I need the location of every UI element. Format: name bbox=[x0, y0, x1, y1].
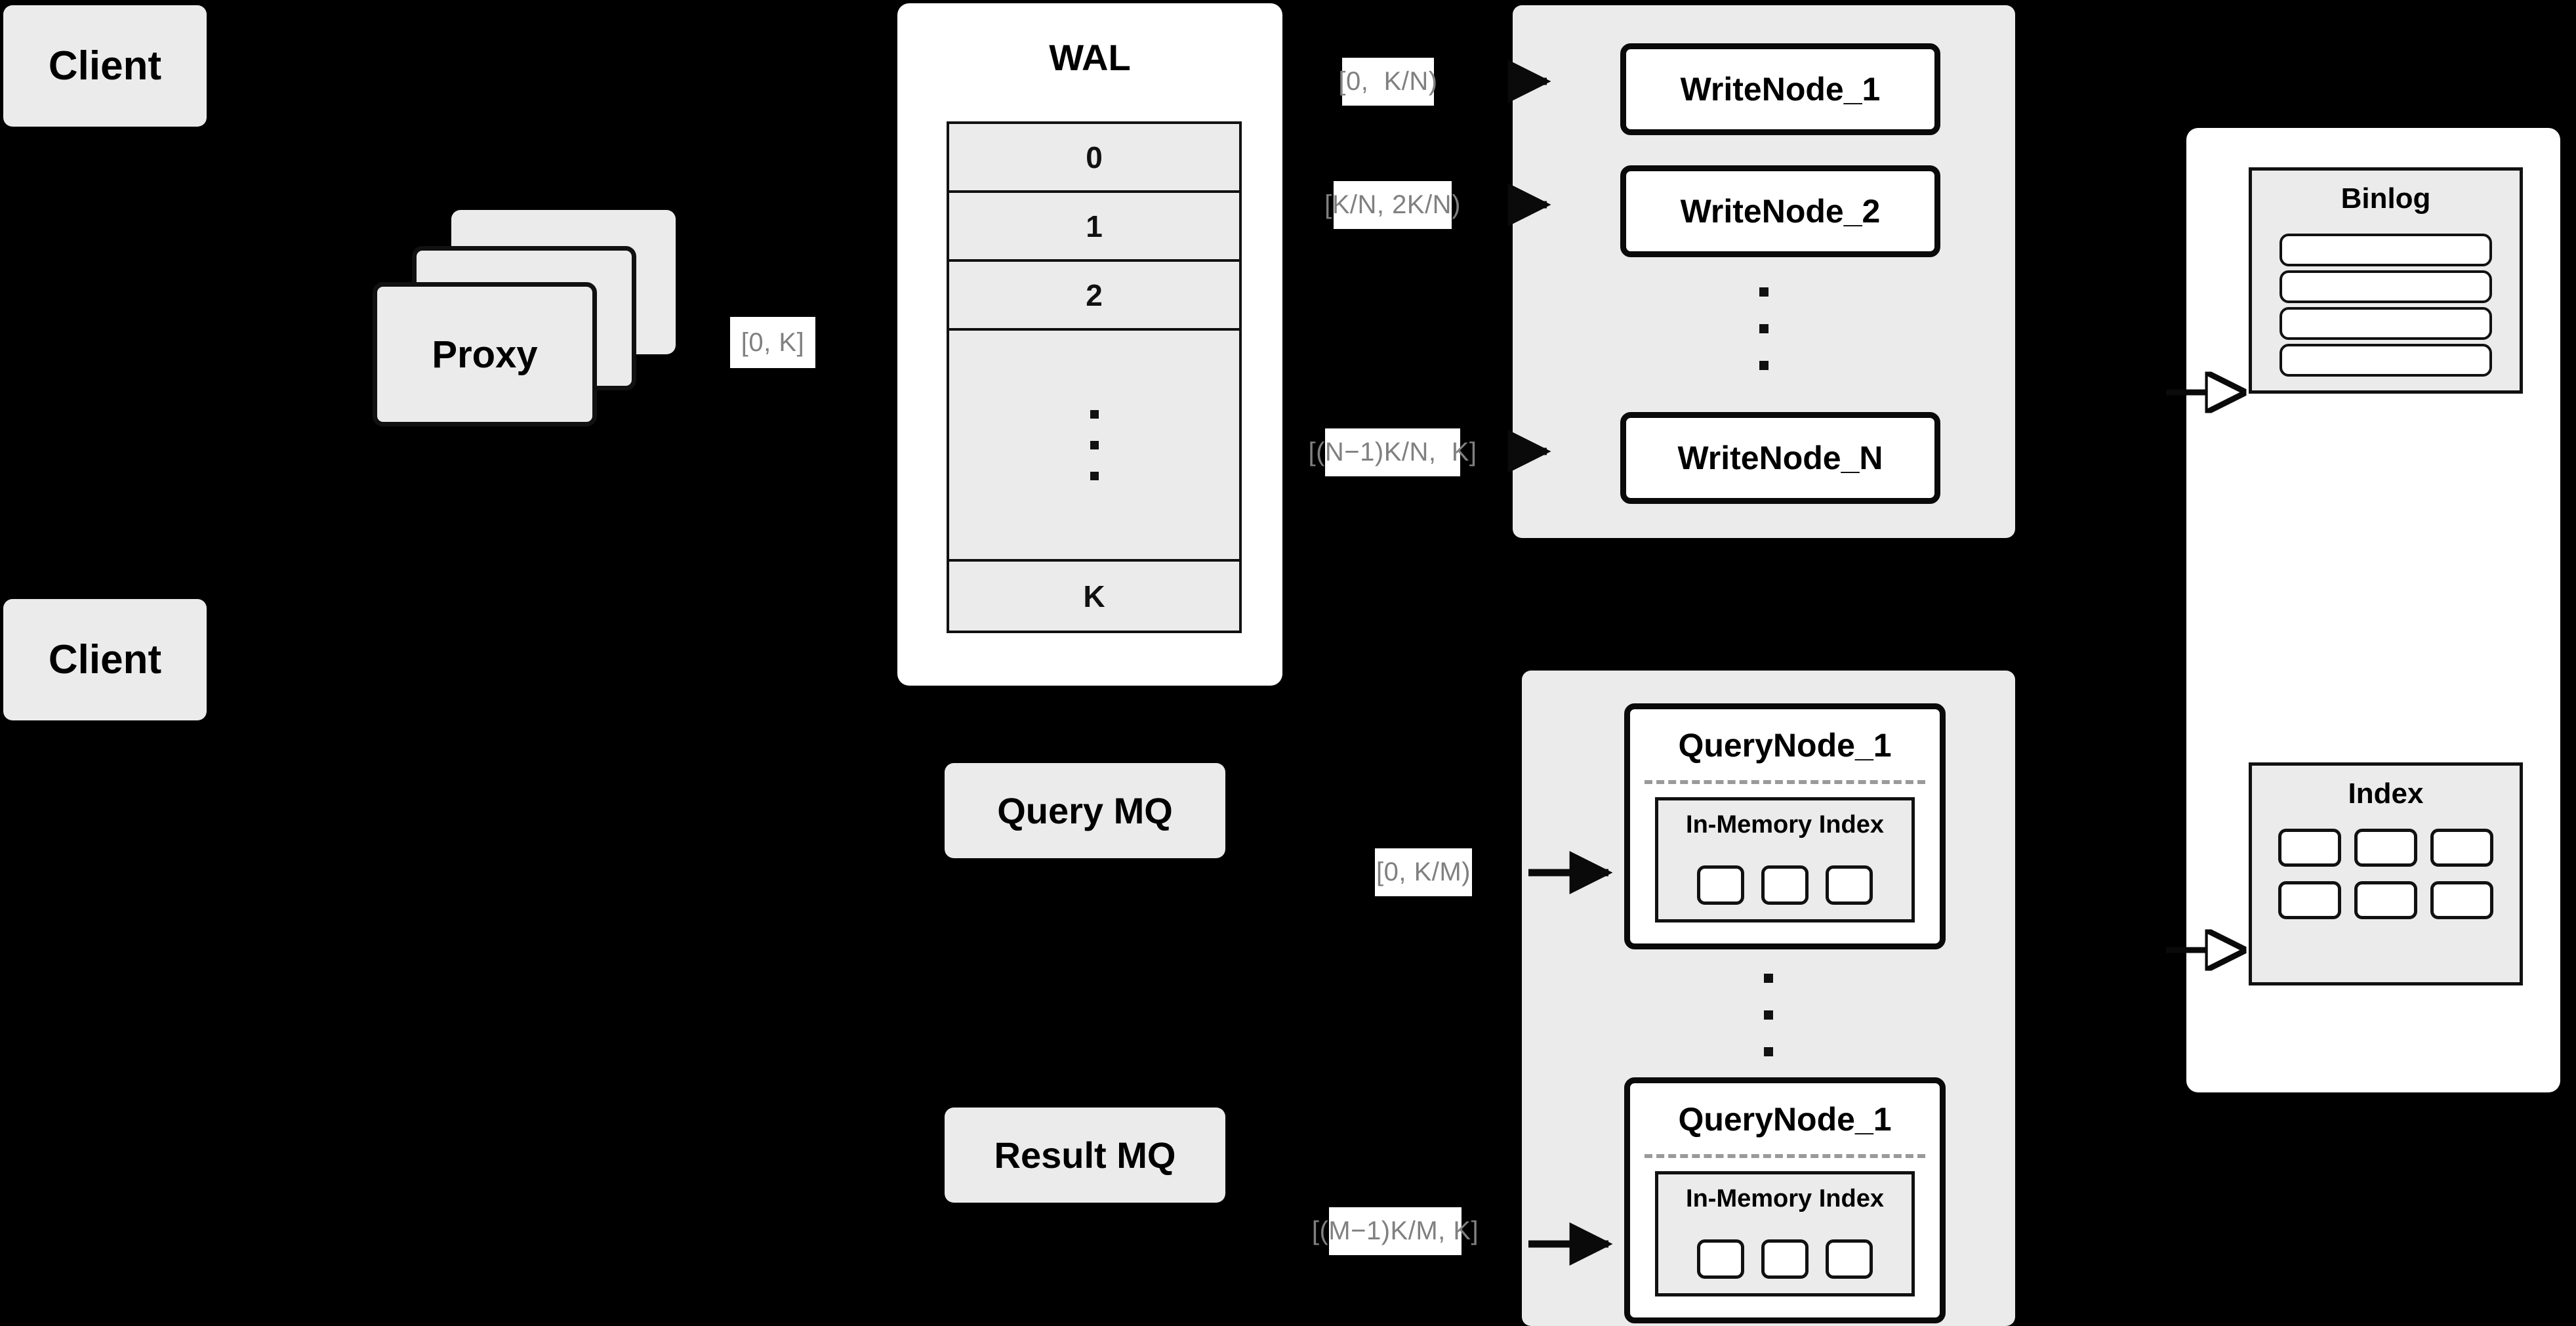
query-node-label: QueryNode_1 bbox=[1678, 727, 1892, 764]
client-box-2[interactable]: Client bbox=[3, 599, 207, 720]
in-memory-index-box: In-Memory Index bbox=[1655, 1171, 1915, 1296]
index-cell bbox=[1826, 865, 1873, 905]
query-node-label: QueryNode_1 bbox=[1678, 1101, 1892, 1138]
index-cell bbox=[2278, 881, 2341, 919]
wal-row: K bbox=[949, 562, 1239, 631]
index-cell bbox=[2430, 829, 2493, 867]
ellipsis-dot bbox=[1090, 409, 1099, 419]
binlog-row bbox=[2280, 270, 2492, 303]
query-node-divider bbox=[1645, 1154, 1925, 1158]
write-node-cluster: WriteNode_1 WriteNode_2 WriteNode_N bbox=[1513, 5, 2015, 538]
wal-row: 0 bbox=[949, 124, 1239, 193]
range-label-query-node-1: [0, K/M) bbox=[1375, 848, 1472, 896]
ellipsis-dot bbox=[1759, 287, 1768, 297]
write-node-label: WriteNode_N bbox=[1677, 440, 1883, 476]
write-node-ellipsis bbox=[1759, 287, 1768, 370]
in-memory-index-cells bbox=[1658, 1239, 1912, 1279]
wal-panel: WAL 0 1 2 K bbox=[897, 3, 1282, 686]
query-node-cluster: QueryNode_1 In-Memory Index QueryNode_1 … bbox=[1522, 671, 2015, 1326]
index-cell bbox=[2278, 829, 2341, 867]
index-cell bbox=[2354, 829, 2417, 867]
range-label-query-node-m: [(M−1)K/M, K] bbox=[1312, 1207, 1479, 1255]
index-cell bbox=[1761, 1239, 1809, 1279]
proxy-label: Proxy bbox=[432, 333, 538, 376]
range-label-write-node-1: [0, K/N) bbox=[1338, 58, 1437, 106]
binlog-row bbox=[2280, 307, 2492, 340]
query-node-divider bbox=[1645, 780, 1925, 784]
proxy-stack[interactable]: Proxy bbox=[367, 210, 682, 426]
binlog-box: Binlog bbox=[2249, 167, 2523, 394]
ellipsis-dot bbox=[1759, 361, 1768, 370]
ellipsis-dot bbox=[1764, 1010, 1773, 1020]
binlog-row bbox=[2280, 344, 2492, 377]
wal-row-ellipsis bbox=[949, 331, 1239, 562]
query-node-ellipsis bbox=[1764, 974, 1773, 1056]
binlog-row bbox=[2280, 234, 2492, 266]
index-cell bbox=[1761, 865, 1809, 905]
query-mq-box[interactable]: Query MQ bbox=[945, 763, 1225, 858]
wal-title: WAL bbox=[1049, 37, 1131, 78]
index-cell bbox=[1697, 1239, 1744, 1279]
index-cell bbox=[2354, 881, 2417, 919]
write-node-label: WriteNode_1 bbox=[1680, 71, 1881, 108]
binlog-rows bbox=[2280, 234, 2492, 377]
store-engine-panel: Store Engine Binlog Index bbox=[2186, 128, 2560, 1092]
index-title: Index bbox=[2348, 777, 2424, 810]
write-node-label: WriteNode_2 bbox=[1680, 193, 1881, 230]
ellipsis-dot bbox=[1764, 1047, 1773, 1056]
client-label: Client bbox=[48, 637, 162, 682]
query-node-m[interactable]: QueryNode_1 In-Memory Index bbox=[1624, 1077, 1946, 1323]
in-memory-index-label: In-Memory Index bbox=[1686, 811, 1884, 839]
ellipsis-dot bbox=[1759, 324, 1768, 333]
binlog-title: Binlog bbox=[2341, 182, 2431, 215]
ellipsis-dot bbox=[1090, 471, 1099, 480]
result-mq-box[interactable]: Result MQ bbox=[945, 1108, 1225, 1203]
index-grid bbox=[2278, 829, 2493, 919]
write-node-n[interactable]: WriteNode_N bbox=[1620, 412, 1940, 504]
ellipsis-dot bbox=[1090, 440, 1099, 449]
result-mq-label: Result MQ bbox=[994, 1134, 1176, 1176]
range-label-write-node-n: [(N−1)K/N, K] bbox=[1308, 428, 1477, 476]
client-box-1[interactable]: Client bbox=[3, 5, 207, 127]
client-label: Client bbox=[48, 43, 162, 89]
in-memory-index-label: In-Memory Index bbox=[1686, 1185, 1884, 1212]
write-node-2[interactable]: WriteNode_2 bbox=[1620, 165, 1940, 257]
wal-row: 2 bbox=[949, 262, 1239, 331]
write-node-1[interactable]: WriteNode_1 bbox=[1620, 43, 1940, 135]
index-box: Index bbox=[2249, 762, 2523, 985]
proxy-card-front[interactable]: Proxy bbox=[373, 282, 597, 426]
ellipsis-dot bbox=[1764, 974, 1773, 983]
range-label-write-node-2: [K/N, 2K/N) bbox=[1324, 181, 1460, 229]
index-cell bbox=[2430, 881, 2493, 919]
index-cell bbox=[1826, 1239, 1873, 1279]
query-node-1[interactable]: QueryNode_1 In-Memory Index bbox=[1624, 703, 1946, 949]
wal-table: 0 1 2 K bbox=[947, 121, 1242, 633]
in-memory-index-cells bbox=[1658, 865, 1912, 905]
wal-row: 1 bbox=[949, 193, 1239, 262]
index-cell bbox=[1697, 865, 1744, 905]
in-memory-index-box: In-Memory Index bbox=[1655, 797, 1915, 922]
query-mq-label: Query MQ bbox=[997, 790, 1173, 831]
range-label-proxy-to-wal: [0, K] bbox=[730, 317, 815, 368]
